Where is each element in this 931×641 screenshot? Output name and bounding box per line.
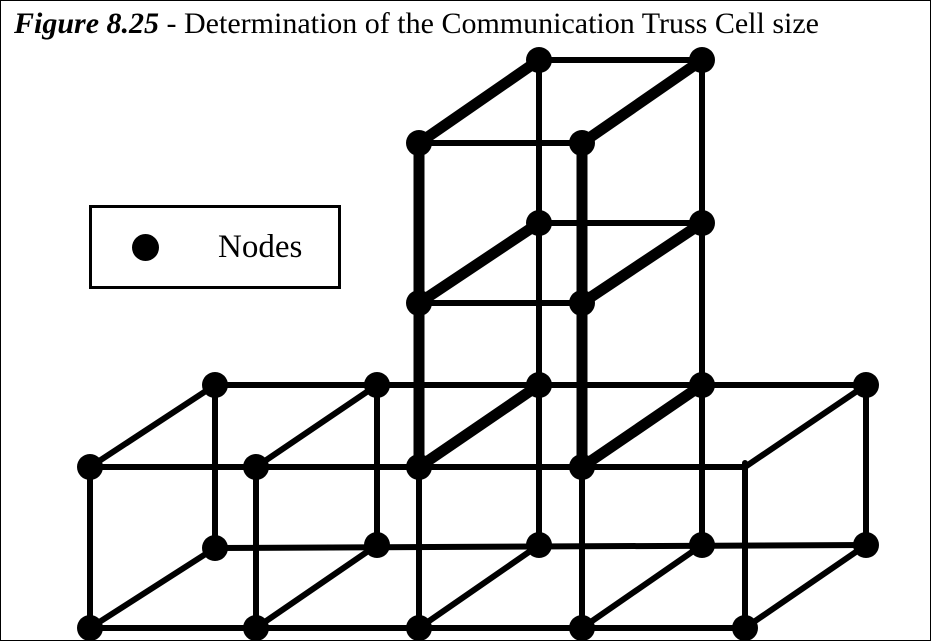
truss-member <box>87 382 218 470</box>
truss-member <box>742 382 869 470</box>
node-symbol <box>132 234 159 261</box>
cell-member <box>576 379 708 473</box>
truss-member <box>253 382 380 470</box>
cell-member <box>413 379 545 473</box>
legend-label: Nodes <box>218 229 303 265</box>
truss-node <box>732 615 758 641</box>
truss-node <box>689 372 715 398</box>
truss-node <box>526 532 552 558</box>
truss-node <box>202 372 228 398</box>
truss-node <box>526 210 552 236</box>
truss-node <box>569 130 595 156</box>
figure-caption: Figure 8.25 - Determination of the Commu… <box>14 7 917 41</box>
truss-node <box>569 454 595 480</box>
truss-node <box>526 372 552 398</box>
truss-node <box>364 532 390 558</box>
truss-node <box>406 290 432 316</box>
truss-node <box>406 454 432 480</box>
truss-node <box>689 210 715 236</box>
truss-node <box>77 615 103 641</box>
communication-cell-members <box>413 54 708 473</box>
truss-member <box>87 545 218 631</box>
figure-title: - Determination of the Communication Tru… <box>159 7 819 40</box>
cell-member <box>576 217 708 309</box>
truss-node <box>689 532 715 558</box>
truss-node <box>689 47 715 73</box>
truss-member <box>742 542 869 631</box>
cell-member <box>413 217 545 309</box>
truss-nodes <box>77 47 879 641</box>
truss-node <box>569 615 595 641</box>
cell-member <box>576 54 708 149</box>
truss-node <box>406 130 432 156</box>
truss-node <box>853 532 879 558</box>
truss-node <box>526 47 552 73</box>
truss-node <box>243 454 269 480</box>
truss-node <box>406 615 432 641</box>
truss-node <box>853 372 879 398</box>
truss-node <box>364 372 390 398</box>
truss-node <box>202 535 228 561</box>
truss-node <box>243 615 269 641</box>
cell-member <box>413 54 545 149</box>
truss-node <box>77 454 103 480</box>
truss-member <box>253 542 380 631</box>
legend: Nodes <box>89 205 341 289</box>
truss-member <box>416 542 542 631</box>
figure-number: Figure 8.25 <box>14 7 160 40</box>
truss-member <box>579 542 705 631</box>
truss-node <box>569 290 595 316</box>
